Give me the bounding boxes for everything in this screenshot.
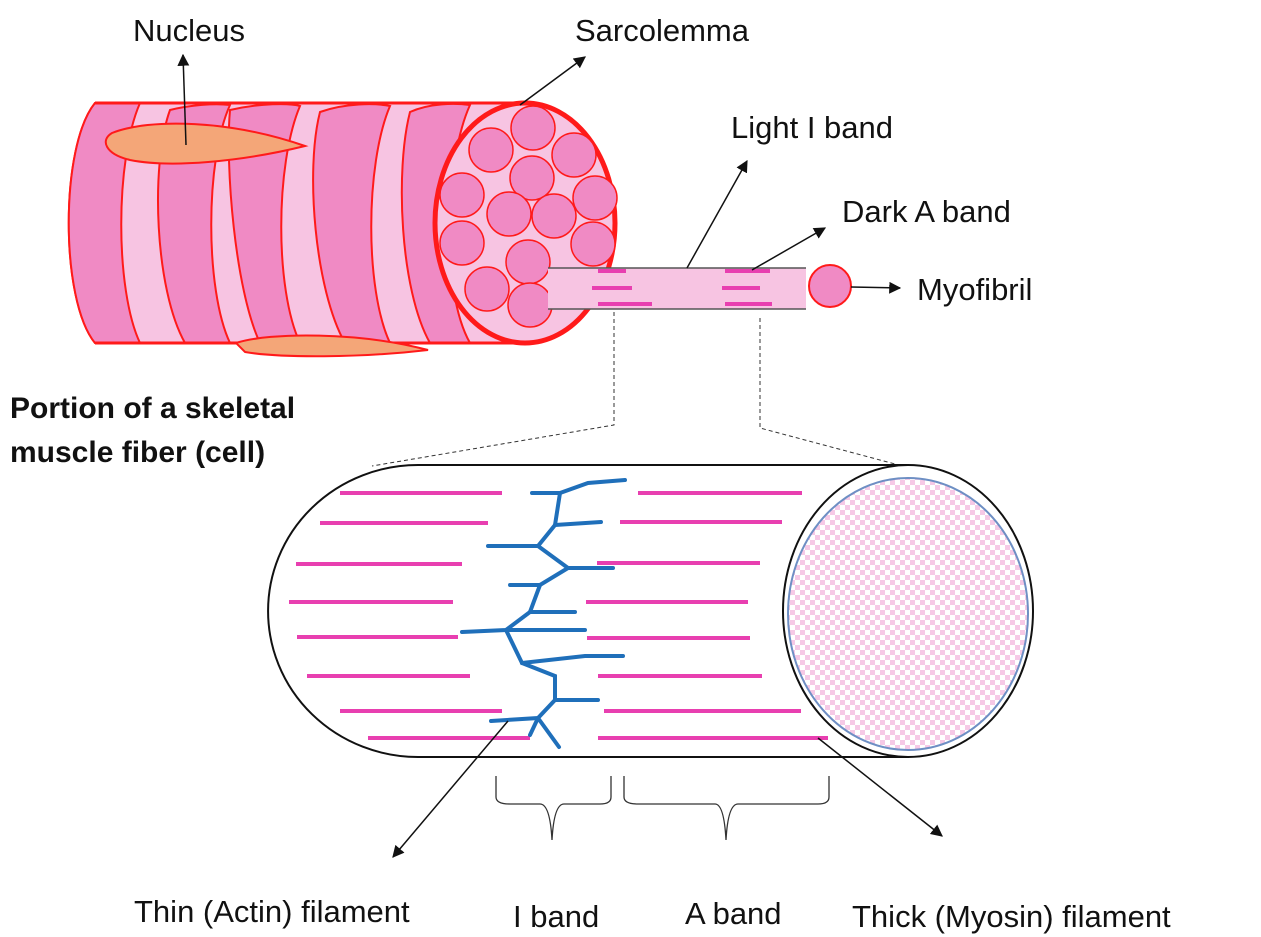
i-band-label: I band <box>513 899 599 934</box>
nucleus-label: Nucleus <box>133 13 245 48</box>
sarcolemma-arrow <box>520 57 585 105</box>
muscle-fiber <box>69 103 617 356</box>
myofibril-arrow <box>851 287 900 288</box>
myofibril-end <box>809 265 851 307</box>
sarcolemma-label: Sarcolemma <box>575 13 750 48</box>
magnified-myofibril <box>268 465 1033 757</box>
thin-filament-label: Thin (Actin) filament <box>134 894 410 929</box>
light-i-band-arrow <box>687 161 747 268</box>
myofibril <box>548 265 851 309</box>
a-band-label: A band <box>685 896 782 931</box>
dark-a-band-arrow <box>752 228 825 270</box>
title-line-2: muscle fiber (cell) <box>10 436 265 469</box>
myofibril-label: Myofibril <box>917 272 1032 307</box>
light-i-band-label: Light I band <box>731 110 893 145</box>
i-band-brace <box>496 776 611 840</box>
cross-section-pattern <box>788 478 1028 750</box>
dark-a-band-label: Dark A band <box>842 194 1011 229</box>
title-line-1: Portion of a skeletal <box>10 392 295 425</box>
a-band-brace <box>624 776 829 840</box>
thick-filament-label: Thick (Myosin) filament <box>852 899 1171 934</box>
